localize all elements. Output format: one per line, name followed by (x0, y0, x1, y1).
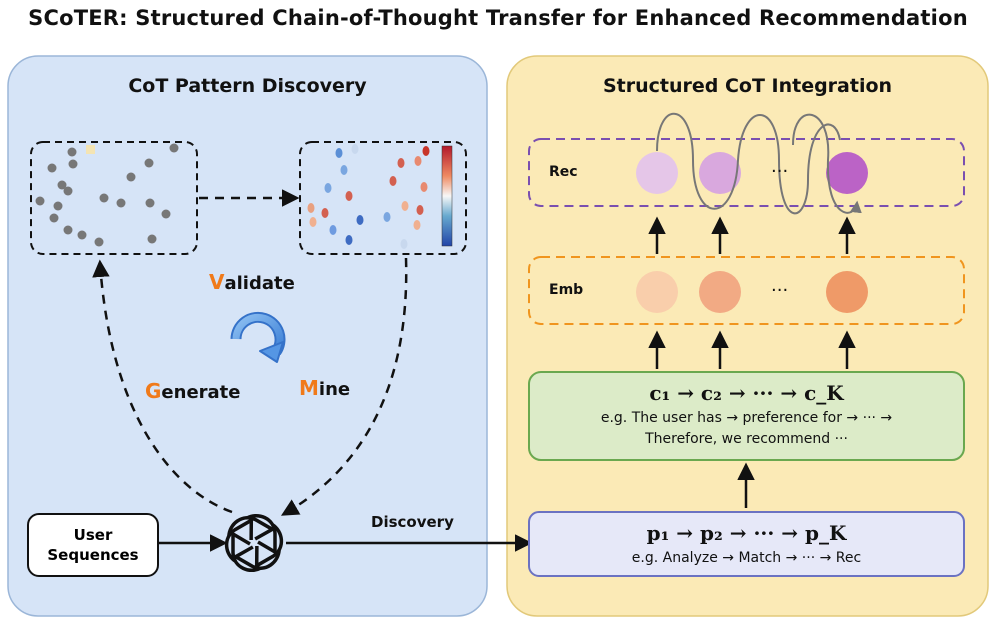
autoregressive-loops (656, 112, 862, 215)
mine-arrow (280, 257, 408, 516)
p-chain-example: e.g. Analyze → Match → ··· → Rec (631, 550, 862, 566)
figure-title: SCoTER: Structured Chain-of-Thought Tran… (28, 6, 968, 30)
rec-node-1 (636, 152, 678, 194)
gray-points (35, 143, 179, 247)
emb-row (528, 256, 965, 325)
c-chain-box (528, 371, 965, 461)
rec-node-2 (699, 152, 741, 194)
right-panel-title: Structured CoT Integration (602, 75, 893, 97)
unlabeled-scatter-box (30, 141, 198, 255)
refresh-cycle-icon (230, 311, 286, 363)
llm-knot-icon (218, 509, 290, 577)
chain-to-emb-arrows (648, 330, 856, 369)
emb-row-label: Emb (549, 282, 584, 298)
c-chain-example-line1: e.g. The user has → preference for → ···… (600, 410, 893, 426)
emb-node-k (826, 271, 868, 313)
highlight-point (86, 145, 95, 154)
mine-label: Mine (299, 376, 351, 400)
generate-label: Generate (145, 379, 241, 403)
emb-node-2 (699, 271, 741, 313)
user-sequences-line2: Sequences (47, 546, 139, 564)
emb-ellipsis: ··· (771, 280, 789, 301)
rec-row-label: Rec (549, 164, 578, 180)
right-panel (506, 55, 989, 617)
rec-node-k (826, 152, 868, 194)
user-sequences-line1: User (73, 526, 113, 544)
colorbar (441, 145, 453, 247)
heatmap-scatter-box (299, 141, 467, 255)
colored-points (307, 144, 430, 249)
c-chain-formula: c₁ → c₂ → ··· → c_K (649, 381, 844, 405)
left-panel (7, 55, 488, 617)
c-chain-example-line2: Therefore, we recommend ··· (645, 431, 848, 447)
emb-to-rec-arrows (648, 216, 856, 254)
p-chain-box (528, 511, 965, 577)
discovery-label: Discovery (371, 513, 454, 531)
generate-arrow (92, 259, 233, 514)
rec-ellipsis: ··· (771, 161, 789, 182)
p-chain-formula: p₁ → p₂ → ··· → p_K (646, 521, 847, 545)
left-panel-title: CoT Pattern Discovery (128, 75, 367, 97)
emb-node-1 (636, 271, 678, 313)
rec-row (528, 138, 965, 207)
validate-label: Validate (209, 270, 295, 294)
